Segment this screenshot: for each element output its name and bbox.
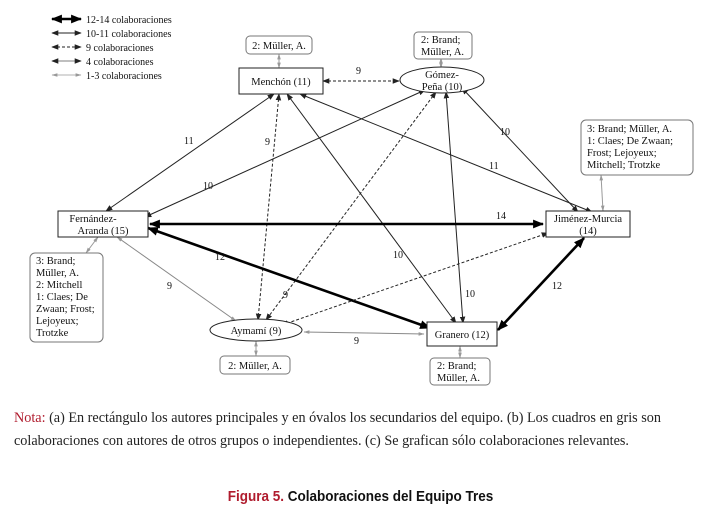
legend: 12-14 colaboraciones 10-11 colaboracione… <box>50 14 172 82</box>
edge-label-fernandez-aymami: 9 <box>167 281 172 292</box>
external-box-text: 2: Brand; <box>437 361 476 372</box>
edge-label-gomez-granero: 10 <box>465 289 475 300</box>
edge-label-menchon-gomez: 9 <box>356 66 361 77</box>
node-label: Fernández- <box>69 214 117 225</box>
node-label: Granero (12) <box>435 330 490 341</box>
external-box-text: Müller, A. <box>36 268 79 279</box>
caption-text: Colaboraciones del Equipo Tres <box>283 488 494 505</box>
external-box-text: Müller, A. <box>437 373 480 384</box>
edge-label-gomez-fernandez: 10 <box>203 181 213 192</box>
legend-item-label: 10-11 colaboraciones <box>86 29 172 40</box>
author-nodes: Menchón (11) Gómez- Peña (10) Fernández-… <box>57 66 631 347</box>
gomez-external-box: 2: Brand; Müller, A. <box>413 31 473 60</box>
edge-fernandez-aymami <box>116 236 237 322</box>
edge-gomez-jimenez <box>461 87 579 213</box>
external-box-text: Zwaan; Frost; <box>36 304 95 315</box>
note-text: (a) En rectángulo los autores principale… <box>14 410 661 449</box>
edge-label-menchon-aymami: 9 <box>265 137 270 148</box>
edge-label-gomez-jimenez: 10 <box>500 127 510 138</box>
edge-jimenez-granero <box>497 237 585 331</box>
external-box-text: Mitchell; Trotzke <box>587 160 661 171</box>
legend-item-label: 9 colaboraciones <box>86 43 154 54</box>
legend-item-label: 1-3 colaboraciones <box>86 71 162 82</box>
note-label: Nota: <box>14 410 46 426</box>
collaboration-edges <box>105 78 593 336</box>
jimenez-external-link <box>599 174 605 212</box>
edge-label-gomez-aymami: 9 <box>283 290 288 301</box>
node-menchon: Menchón (11) <box>238 67 324 95</box>
edge-labels: 9 11 9 10 10 11 14 12 9 9 10 10 12 9 <box>167 66 562 347</box>
external-box-text: 1: Claes; De <box>36 292 88 303</box>
external-box-text: 3: Brand; Müller, A. <box>587 124 672 135</box>
jimenez-external-box: 3: Brand; Müller, A. 1: Claes; De Zwaan;… <box>580 119 694 176</box>
collaboration-diagram: 12-14 colaboraciones 10-11 colaboracione… <box>29 14 694 386</box>
fernandez-external-link <box>85 236 99 254</box>
external-box-text: 2: Müller, A. <box>252 41 306 52</box>
legend-item-label: 4 colaboraciones <box>86 57 154 68</box>
external-connectors <box>85 53 605 359</box>
external-box-text: Trotzke <box>36 328 69 339</box>
node-jimenez: Jiménez-Murcia (14) <box>545 210 631 238</box>
node-label: Peña (10) <box>422 82 463 93</box>
external-box-text: 2: Brand; <box>421 35 460 46</box>
external-box-text: Frost; Lejoyeux; <box>587 148 657 159</box>
menchon-external-box: 2: Müller, A. <box>245 35 313 55</box>
external-box-text: Lejoyeux; <box>36 316 79 327</box>
edge-label-fernandez-jimenez: 14 <box>496 211 506 222</box>
legend-item-label: 12-14 colaboraciones <box>86 15 172 26</box>
node-fernandez: Fernández- Aranda (15) <box>57 210 149 238</box>
external-box-text: 2: Mitchell <box>36 280 82 291</box>
caption-label: Figura 5. <box>227 488 284 505</box>
edge-label-fernandez-granero: 12 <box>215 252 225 263</box>
node-label: Jiménez-Murcia <box>554 214 623 225</box>
edge-label-menchon-jimenez: 11 <box>489 161 499 172</box>
edge-menchon-fernandez <box>105 93 275 212</box>
granero-external-box: 2: Brand; Müller, A. <box>429 357 491 386</box>
edge-label-menchon-granero: 10 <box>393 250 403 261</box>
edge-aymami-jimenez <box>281 232 549 326</box>
external-box-text: 3: Brand; <box>36 256 75 267</box>
edge-gomez-fernandez <box>144 89 426 218</box>
edge-label-jimenez-granero: 12 <box>552 281 562 292</box>
edge-menchon-aymami <box>255 93 282 321</box>
figure-note: Nota: (a) En rectángulo los autores prin… <box>14 407 706 453</box>
edge-aymami-granero <box>303 330 425 336</box>
external-box-text: 1: Claes; De Zwaan; <box>587 136 673 147</box>
edge-gomez-granero <box>443 91 466 324</box>
node-label: Aymamí (9) <box>231 326 282 337</box>
edge-menchon-jimenez <box>299 93 593 213</box>
node-gomez: Gómez- Peña (10) <box>399 66 485 94</box>
node-label: Menchón (11) <box>251 77 311 88</box>
node-aymami: Aymamí (9) <box>209 318 303 342</box>
node-label: Gómez- <box>425 70 459 81</box>
edge-menchon-granero <box>286 93 457 324</box>
edge-gomez-aymami <box>265 91 437 321</box>
node-label: (14) <box>579 226 597 237</box>
edge-label-menchon-fernandez: 11 <box>184 136 194 147</box>
edge-fernandez-granero <box>146 226 432 330</box>
edge-label-aymami-granero: 9 <box>354 336 359 347</box>
fernandez-external-box: 3: Brand; Müller, A. 2: Mitchell 1: Clae… <box>29 252 104 343</box>
external-boxes: 2: Müller, A. 2: Brand; Müller, A. 3: Br… <box>29 31 694 386</box>
figure-caption: Figura 5. Colaboraciones del Equipo Tres <box>36 488 685 505</box>
aymami-external-box: 2: Müller, A. <box>219 355 291 375</box>
external-box-text: Müller, A. <box>421 47 464 58</box>
node-granero: Granero (12) <box>426 321 498 347</box>
external-box-text: 2: Müller, A. <box>228 361 282 372</box>
node-label: Aranda (15) <box>77 226 129 237</box>
